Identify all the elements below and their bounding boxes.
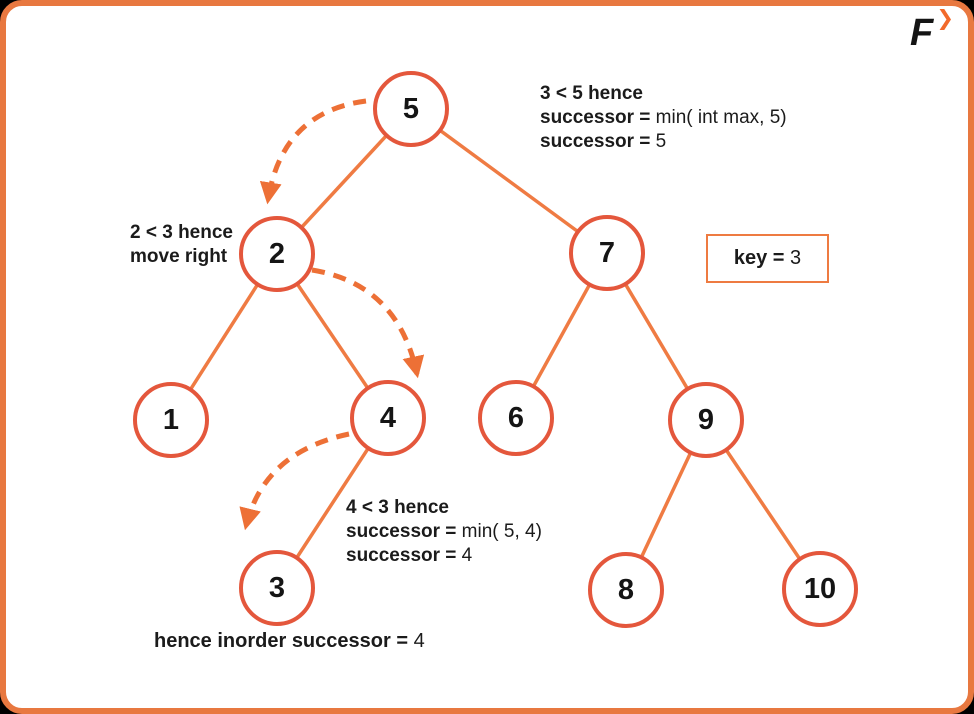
tree-node-3: 3 [239, 550, 315, 626]
annotation-four-check: 4 < 3 hence successor = min( 5, 4) succe… [346, 496, 542, 568]
annotation-result: hence inorder successor = 4 [154, 630, 425, 652]
traversal-arrow-5-to-2 [259, 98, 367, 205]
node-value: 10 [803, 572, 837, 605]
node-value: 6 [507, 401, 525, 434]
brand-logo: F ❯ [906, 7, 954, 54]
node-value: 3 [268, 571, 286, 604]
tree-node-9: 9 [668, 382, 744, 458]
tree-node-2: 2 [239, 216, 315, 292]
node-value: 2 [268, 237, 286, 270]
traversal-arrow-2-to-4 [311, 267, 425, 379]
tree-node-7: 7 [569, 215, 645, 291]
key-box: key = 3 [706, 234, 829, 283]
annotation-line: successor = 4 [346, 545, 473, 566]
annotation-line: move right [130, 246, 228, 267]
tree-node-4: 4 [350, 380, 426, 456]
node-value: 8 [617, 573, 635, 606]
annotation-left-check: 2 < 3 hence move right [130, 221, 233, 269]
tree-node-1: 1 [133, 382, 209, 458]
annotation-root-check: 3 < 5 hence successor = min( int max, 5)… [540, 82, 787, 154]
annotation-line: 3 < 5 hence [540, 83, 643, 104]
annotation-line: 2 < 3 hence [130, 222, 233, 243]
tree-node-6: 6 [478, 380, 554, 456]
traversal-arrow-4-to-3 [239, 431, 350, 531]
annotation-line: successor = min( int max, 5) [540, 107, 787, 128]
annotation-line: successor = min( 5, 4) [346, 521, 542, 542]
node-value: 7 [598, 236, 616, 269]
annotation-line: successor = 5 [540, 131, 667, 152]
logo-chevron-icon: ❯ [936, 7, 954, 30]
logo-letter: F [910, 12, 933, 54]
node-value: 5 [402, 92, 420, 125]
node-value: 4 [379, 401, 397, 434]
tree-node-8: 8 [588, 552, 664, 628]
tree-node-10: 10 [782, 551, 858, 627]
annotation-line: 4 < 3 hence [346, 497, 449, 518]
edge-5-7 [409, 107, 609, 255]
node-value: 9 [697, 403, 715, 436]
tree-node-5: 5 [373, 71, 449, 147]
traversal-arrows [239, 98, 425, 531]
node-value: 1 [162, 403, 180, 436]
